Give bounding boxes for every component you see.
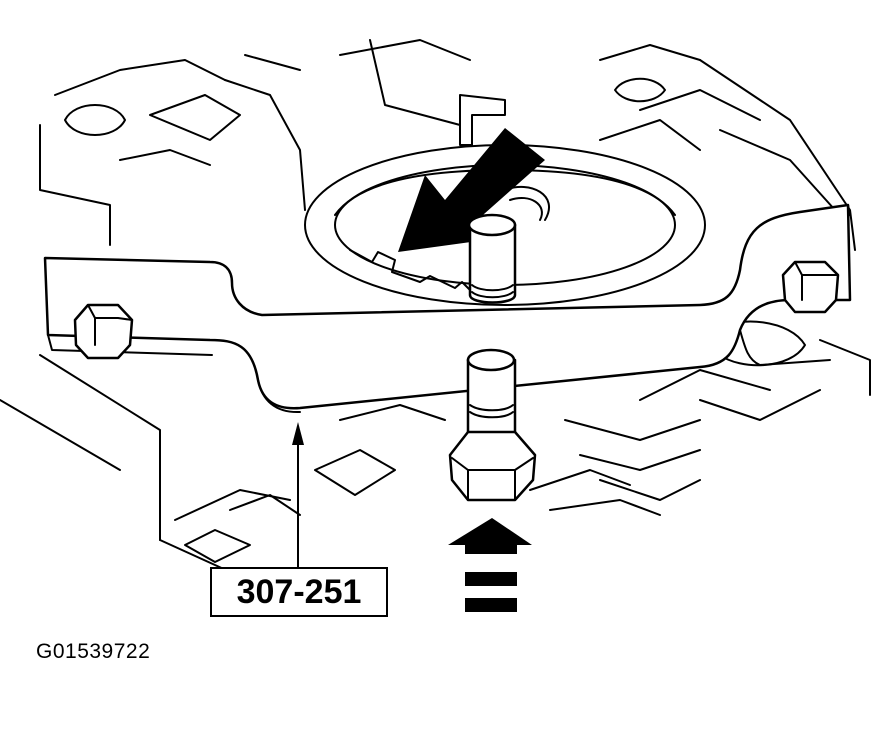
forcing-screw: [448, 348, 537, 502]
engine-block-housing: [0, 39, 871, 591]
label-leader-line: [292, 422, 304, 568]
left-bolt: [73, 303, 134, 360]
figure-id: G01539722: [36, 640, 151, 663]
guide-pin: [467, 213, 517, 304]
right-bolt: [781, 260, 840, 314]
tool-number-label: 307-251: [210, 567, 388, 617]
seal-direction-arrow: [398, 128, 545, 252]
tighten-direction-arrow: [448, 518, 532, 612]
